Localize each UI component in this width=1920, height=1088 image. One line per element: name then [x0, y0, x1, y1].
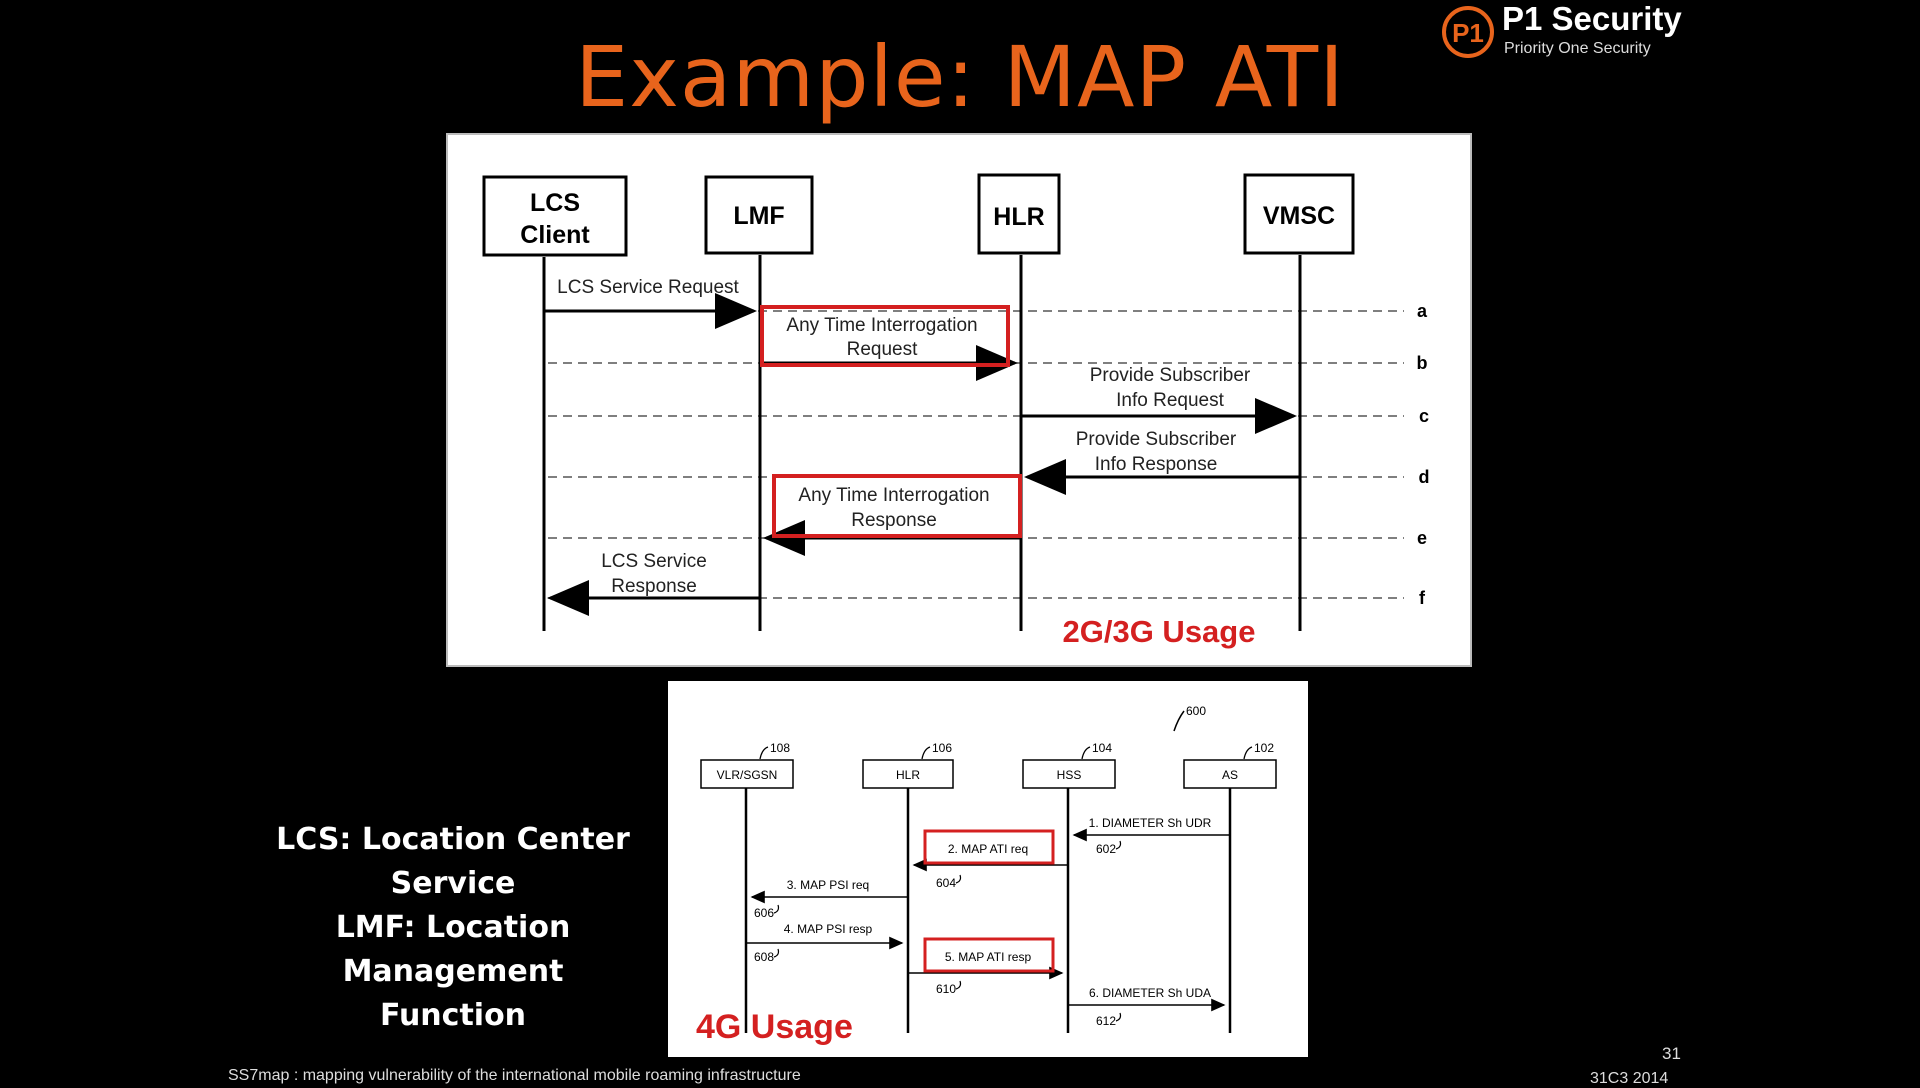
message-ref: 604 — [936, 876, 956, 890]
slide-title: Example: MAP ATI — [575, 28, 1345, 126]
message-label: Provide Subscriber — [1090, 365, 1251, 386]
message-label: 1. DIAMETER Sh UDR — [1089, 816, 1212, 830]
message-label: Any Time Interrogation — [798, 485, 989, 506]
leader-line — [1173, 710, 1185, 732]
entity-as — [1183, 759, 1277, 789]
ref-hooks — [759, 746, 1253, 760]
message-label: 6. DIAMETER Sh UDA — [1089, 986, 1211, 1000]
row-label: a — [1417, 301, 1428, 321]
row-label: d — [1419, 467, 1430, 487]
message-label: 4. MAP PSI resp — [784, 922, 873, 936]
entity-label: VMSC — [1263, 202, 1335, 230]
acronym-legend: LCS: Location Center Service LMF: Locati… — [228, 818, 678, 1038]
row-label: e — [1417, 528, 1427, 548]
highlight-map-ati-req — [923, 829, 1055, 865]
message-label: Response — [611, 576, 697, 597]
entity-ref: 102 — [1254, 741, 1274, 755]
highlight-ati-response — [772, 474, 1022, 538]
message-label: LCS Service Request — [557, 277, 739, 298]
footer-text: SS7map : mapping vulnerability of the in… — [228, 1067, 801, 1084]
message-ref: 606 — [754, 906, 774, 920]
message-label: Info Request — [1116, 390, 1224, 411]
message-label: Any Time Interrogation — [786, 315, 977, 336]
lifelines-4g — [744, 773, 1232, 1033]
entity-ref: 108 — [770, 741, 790, 755]
message-label: 2. MAP ATI req — [948, 842, 1028, 856]
entity-vmsc: VMSC — [1243, 173, 1355, 255]
figure-number: 600 — [1186, 704, 1206, 718]
message-label: 5. MAP ATI resp — [945, 950, 1032, 964]
message-ref: 608 — [754, 950, 774, 964]
footer-date: 31C3 2014 — [1590, 1070, 1669, 1087]
message-label: Provide Subscriber — [1076, 429, 1237, 450]
entity-label: Client — [520, 221, 590, 249]
legend-line: Function — [379, 998, 527, 1033]
page-number: 31 — [1662, 1044, 1681, 1063]
entity-label: HSS — [1057, 768, 1082, 782]
logo-mark-text: P1 — [1452, 18, 1484, 48]
row-label: c — [1419, 406, 1429, 426]
message-label: Request — [847, 339, 918, 360]
entity-label: HLR — [993, 203, 1044, 231]
message-arrows-4g — [746, 828, 1230, 1012]
p1-security-logo: P1 P1 Security Priority One Security — [1440, 0, 1700, 70]
highlight-ati-request — [760, 305, 1010, 367]
legend-line: LCS: Location Center Service — [276, 822, 630, 901]
row-label: f — [1419, 588, 1426, 608]
entity-lcs-client: LCS Client — [482, 175, 628, 257]
message-ref: 602 — [1096, 842, 1116, 856]
diagram-caption-2g3g: 2G/3G Usage — [1063, 614, 1256, 649]
message-ref: 612 — [1096, 1014, 1116, 1028]
entity-vlr-sgsn — [700, 759, 794, 789]
entity-ref: 106 — [932, 741, 952, 755]
entity-lmf: LMF — [704, 175, 814, 255]
entity-hss — [1022, 759, 1116, 789]
logo-tagline: Priority One Security — [1504, 40, 1651, 57]
logo-name: P1 Security — [1502, 0, 1682, 37]
entity-label: LCS — [530, 189, 580, 217]
sequence-diagram-4g: 600 VLR/SGSN HLR HSS AS 108 106 104 102 — [668, 681, 1308, 1057]
message-label: LCS Service — [601, 551, 707, 572]
highlight-map-ati-resp — [923, 937, 1055, 973]
entity-ref: 104 — [1092, 741, 1112, 755]
message-ref: 610 — [936, 982, 956, 996]
message-label: 3. MAP PSI req — [787, 878, 869, 892]
p1-logo-icon: P1 — [1442, 6, 1494, 58]
diagram-caption-4g: 4G Usage — [696, 1008, 853, 1046]
entity-label: VLR/SGSN — [717, 768, 778, 782]
message-ref-hooks — [773, 840, 1122, 1022]
entity-label: AS — [1222, 768, 1238, 782]
entity-hlr: HLR — [977, 173, 1061, 255]
message-label: Response — [851, 510, 937, 531]
entity-hlr-4g — [862, 759, 954, 789]
entity-label: LMF — [733, 202, 784, 230]
legend-line: LMF: Location Management — [335, 910, 571, 989]
entity-label: HLR — [896, 768, 920, 782]
message-label: Info Response — [1095, 454, 1218, 475]
row-label: b — [1417, 353, 1428, 373]
sequence-diagram-2g3g: LCS Client LMF HLR VMSC LCS S — [446, 133, 1472, 667]
